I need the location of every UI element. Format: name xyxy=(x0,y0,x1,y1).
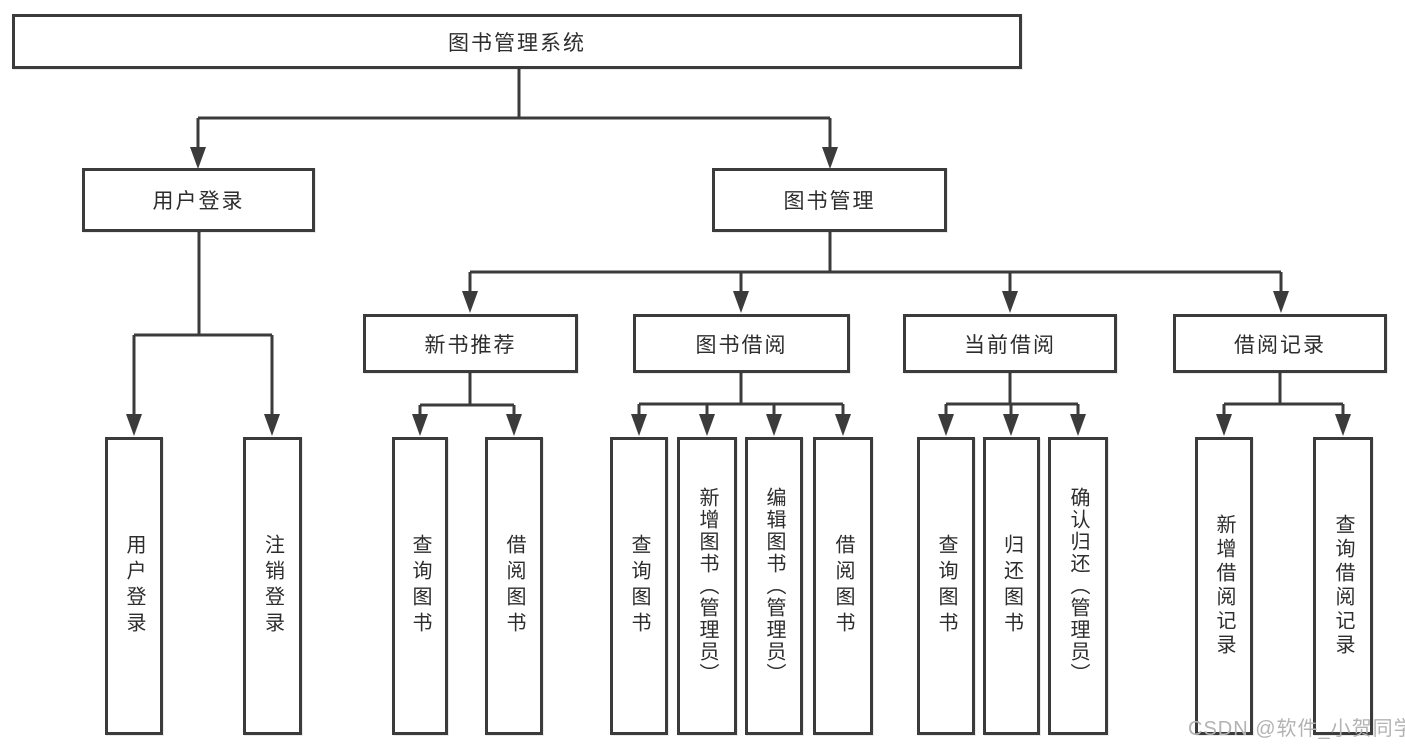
leaf-borrow-book: 借阅图书 xyxy=(813,437,873,735)
node-book-borrow: 图书借阅 xyxy=(633,314,850,373)
leaf-query-borrow-record: 查询借阅记录 xyxy=(1313,437,1373,735)
leaf-query-book-current: 查询图书 xyxy=(917,437,975,735)
connector-paths xyxy=(132,69,1345,416)
leaf-query-book-recommend: 查询图书 xyxy=(392,437,448,735)
csdn-watermark: CSDN @软件_小贺同学 xyxy=(1188,718,1405,740)
leaf-return-book: 归还图书 xyxy=(983,437,1040,735)
node-library-management-system: 图书管理系统 xyxy=(12,14,1022,69)
leaf-query-book-borrow: 查询图书 xyxy=(610,437,668,735)
node-current-borrow: 当前借阅 xyxy=(903,314,1117,373)
leaf-borrow-book-recommend: 借阅图书 xyxy=(485,437,543,735)
arrowhead-icons xyxy=(126,147,1351,436)
leaf-add-book-admin: 新增图书（管理员） xyxy=(677,437,737,735)
leaf-add-borrow-record: 新增借阅记录 xyxy=(1195,437,1253,735)
node-user-login: 用户登录 xyxy=(82,168,315,232)
leaf-logout: 注销登录 xyxy=(243,437,302,735)
node-book-management: 图书管理 xyxy=(712,168,947,232)
leaf-user-login: 用户登录 xyxy=(105,437,163,735)
node-new-book-recommend: 新书推荐 xyxy=(363,314,578,373)
leaf-edit-book-admin: 编辑图书（管理员） xyxy=(745,437,803,735)
leaf-confirm-return-admin: 确认归还（管理员） xyxy=(1048,437,1108,735)
node-borrow-records: 借阅记录 xyxy=(1173,314,1387,373)
